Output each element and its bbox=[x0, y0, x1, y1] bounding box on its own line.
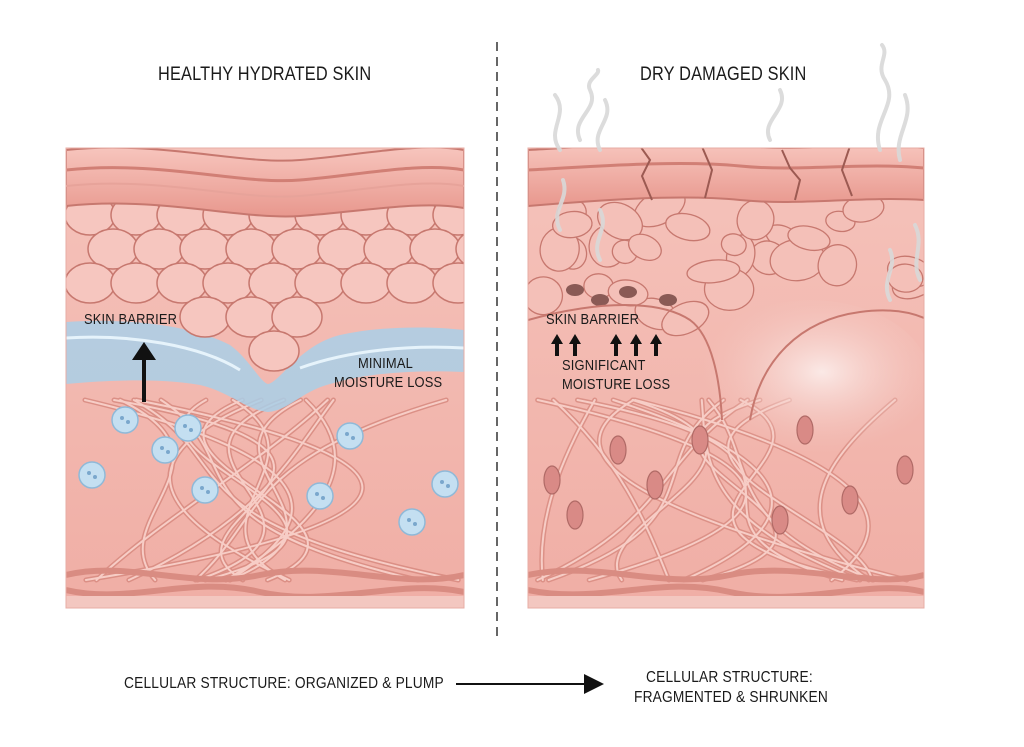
skin-cell bbox=[551, 210, 593, 239]
droplet-icon bbox=[111, 406, 139, 434]
up-arrow-icon bbox=[650, 334, 662, 356]
up-arrow-icon bbox=[569, 334, 581, 356]
damaged-cell bbox=[691, 425, 709, 455]
droplet-icon bbox=[191, 476, 219, 504]
right-moisture-label-line1: SIGNIFICANT bbox=[562, 357, 646, 374]
left-skin-barrier-label: SKIN BARRIER bbox=[84, 311, 178, 328]
skin-cell bbox=[817, 244, 858, 287]
damage-spot bbox=[659, 294, 677, 306]
healthy-skin-illustration bbox=[66, 148, 464, 608]
skin-cell bbox=[720, 233, 747, 257]
skin-cell bbox=[432, 262, 464, 304]
right-moisture-label-line2: MOISTURE LOSS bbox=[562, 376, 671, 393]
damaged-cell bbox=[771, 505, 789, 535]
skin-cell bbox=[787, 225, 831, 252]
up-arrow-icon bbox=[551, 334, 563, 356]
damaged-cell bbox=[646, 470, 664, 500]
skin-cell bbox=[110, 262, 162, 304]
damaged-skin-illustration bbox=[528, 148, 924, 608]
left-moisture-label-line1: MINIMAL bbox=[358, 355, 413, 372]
left-moisture-label-line2: MOISTURE LOSS bbox=[334, 374, 443, 391]
up-arrow-icon bbox=[630, 334, 642, 356]
damaged-cell bbox=[841, 485, 859, 515]
skin-cell bbox=[386, 262, 438, 304]
left-caption: CELLULAR STRUCTURE: ORGANIZED & PLUMP bbox=[124, 675, 444, 692]
skin-cell bbox=[665, 212, 711, 242]
right-caption-line1: CELLULAR STRUCTURE: bbox=[646, 669, 813, 686]
skin-cell bbox=[271, 296, 323, 338]
droplet-icon bbox=[431, 470, 459, 498]
vapor-icon bbox=[553, 43, 922, 302]
damaged-cell bbox=[543, 465, 561, 495]
moisture-loss-arrows bbox=[551, 334, 662, 356]
damage-spot bbox=[566, 284, 584, 296]
droplet-icon bbox=[78, 461, 106, 489]
skin-cell bbox=[686, 259, 741, 284]
droplet-icon bbox=[151, 436, 179, 464]
droplet-icon bbox=[174, 414, 202, 442]
skin-cell bbox=[66, 262, 116, 304]
damage-spot bbox=[619, 286, 637, 298]
left-panel-title: HEALTHY HYDRATED SKIN bbox=[158, 64, 372, 85]
right-skin-barrier-label: SKIN BARRIER bbox=[546, 311, 640, 328]
damage-spot bbox=[591, 294, 609, 306]
skin-cell bbox=[340, 262, 392, 304]
skin-cell bbox=[179, 296, 231, 338]
damaged-cell bbox=[566, 500, 584, 530]
droplet-icon bbox=[306, 482, 334, 510]
up-arrow-icon bbox=[610, 334, 622, 356]
damaged-cell bbox=[609, 435, 627, 465]
skin-cell bbox=[248, 330, 300, 372]
up-arrow-icon bbox=[132, 342, 156, 402]
skin-cell bbox=[627, 233, 662, 261]
right-panel-title: DRY DAMAGED SKIN bbox=[640, 64, 807, 85]
damaged-cell bbox=[796, 415, 814, 445]
droplet-icon bbox=[398, 508, 426, 536]
skin-cell bbox=[455, 233, 464, 265]
damaged-cell bbox=[896, 455, 914, 485]
droplet-icon bbox=[336, 422, 364, 450]
right-caption-line2: FRAGMENTED & SHRUNKEN bbox=[634, 689, 828, 706]
